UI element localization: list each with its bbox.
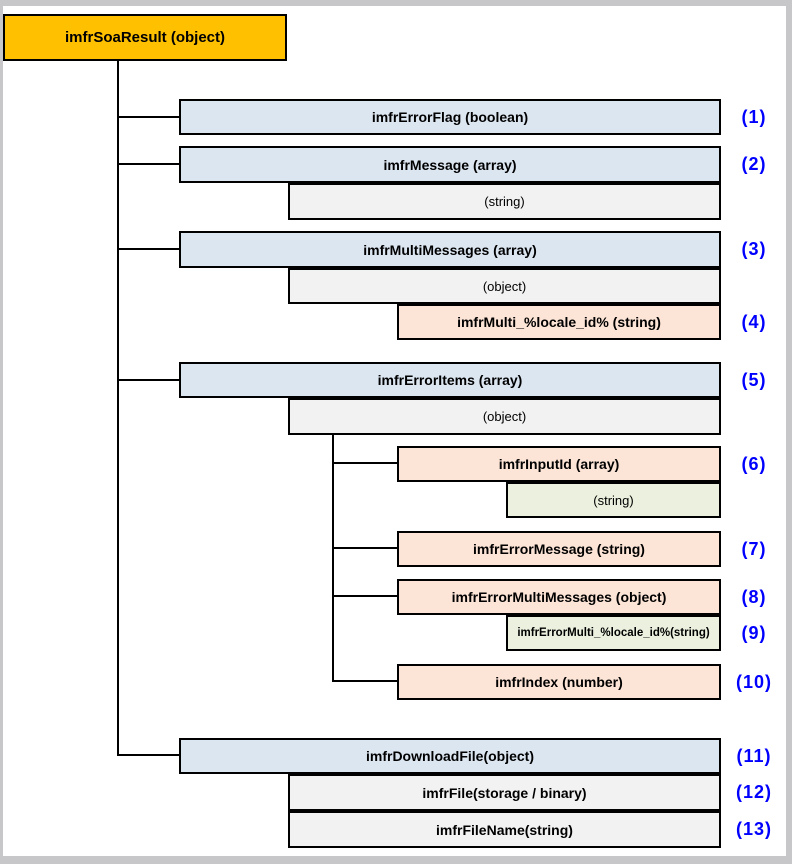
ref-number-12: (12) [735, 782, 772, 802]
ref-number-11: (11) [736, 746, 772, 766]
connector-branch-2 [117, 163, 179, 165]
connector-branch-8 [332, 595, 397, 597]
node-imfr-input-id-item-string: (string) [506, 482, 721, 518]
connector-branch-7 [332, 547, 397, 549]
ref-number-4: (4) [741, 312, 767, 332]
connector-branch-11 [117, 754, 179, 756]
node-imfr-error-flag: imfrErrorFlag (boolean) [179, 99, 721, 135]
node-imfr-multi-locale-id: imfrMulti_%locale_id% (string) [397, 304, 721, 340]
ref-number-1: (1) [741, 107, 767, 127]
node-imfr-error-items: imfrErrorItems (array) [179, 362, 721, 398]
node-imfr-error-multi-messages: imfrErrorMultiMessages (object) [397, 579, 721, 615]
node-imfr-file: imfrFile(storage / binary) [288, 774, 721, 811]
ref-number-3: (3) [741, 239, 767, 259]
ref-number-7: (7) [741, 539, 767, 559]
frame-bottom [0, 856, 792, 864]
connector-branch-6 [332, 462, 397, 464]
node-imfr-error-multi-locale-id: imfrErrorMulti_%locale_id%(string) [506, 615, 721, 651]
ref-number-9: (9) [741, 623, 767, 643]
node-imfr-multi-messages: imfrMultiMessages (array) [179, 231, 721, 268]
node-imfr-download-file: imfrDownloadFile(object) [179, 738, 721, 774]
ref-number-8: (8) [741, 587, 767, 607]
node-imfr-error-items-item-object: (object) [288, 398, 721, 435]
connector-branch-1 [117, 116, 179, 118]
ref-number-2: (2) [741, 154, 767, 174]
ref-number-13: (13) [735, 819, 772, 839]
ref-number-6: (6) [741, 454, 767, 474]
node-imfr-index: imfrIndex (number) [397, 664, 721, 700]
connector-main-trunk [117, 60, 119, 756]
connector-branch-5 [117, 379, 179, 381]
frame-right [786, 0, 792, 864]
connector-branch-10 [332, 680, 397, 682]
node-imfr-input-id: imfrInputId (array) [397, 446, 721, 482]
node-imfr-message: imfrMessage (array) [179, 146, 721, 183]
node-imfr-error-message: imfrErrorMessage (string) [397, 531, 721, 567]
frame-left [0, 0, 3, 864]
node-imfr-message-item-string: (string) [288, 183, 721, 220]
connector-branch-3 [117, 248, 179, 250]
connector-sub-trunk [332, 434, 334, 682]
node-imfr-multi-messages-item-object: (object) [288, 268, 721, 304]
frame-top [0, 0, 792, 6]
ref-number-10: (10) [735, 672, 772, 692]
node-imfr-file-name: imfrFileName(string) [288, 811, 721, 848]
node-imfr-soa-result: imfrSoaResult (object) [3, 14, 287, 61]
ref-number-5: (5) [741, 370, 767, 390]
